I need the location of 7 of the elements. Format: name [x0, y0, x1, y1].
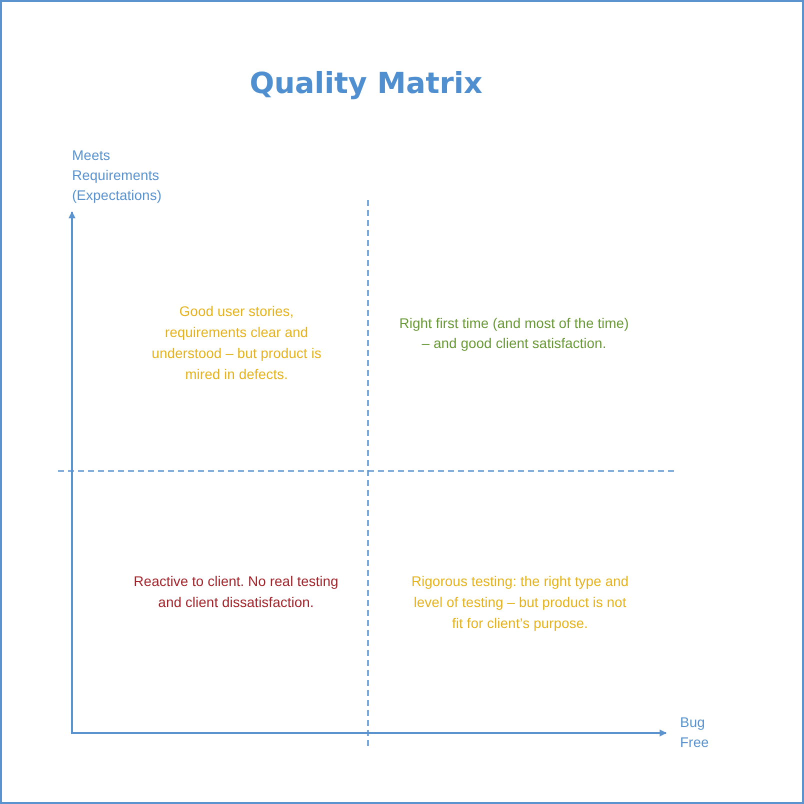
y-axis-label: Meets Requirements (Expectations)	[72, 146, 162, 205]
quadrant-text: Rigorous testing: the right type and level of testing – but product is not fit for client’s purpose.	[410, 572, 630, 633]
quadrant-text: Right first time (and most of the time) – and good client satisfaction.	[398, 314, 630, 353]
quadrant-text: Reactive to client. No real testing and client dissatisfaction.	[132, 572, 340, 612]
quadrant-text: Good user stories, requirements clear and understood – but product is mired in defects.	[150, 302, 322, 384]
x-axis-label: Bug Free	[680, 713, 710, 752]
chart-title: Quality Matrix	[248, 66, 484, 100]
